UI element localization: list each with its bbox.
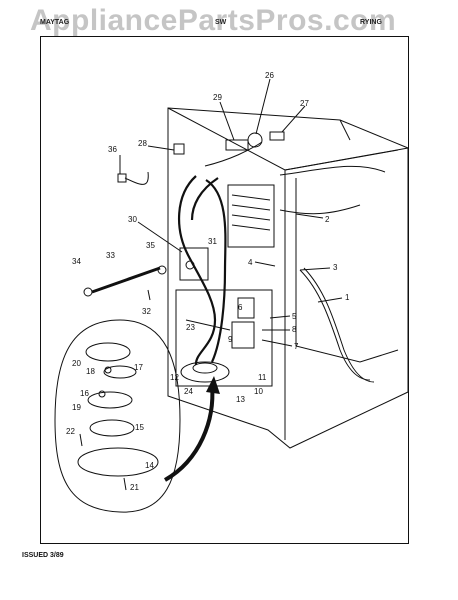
top-lip: [284, 149, 399, 171]
callout-3: 3: [333, 263, 338, 272]
part-17: [103, 365, 137, 379]
part-15: [89, 419, 135, 437]
part-16: [98, 390, 106, 398]
callout-12: 12: [170, 373, 179, 382]
cord-36: [124, 171, 149, 185]
power-cord: [299, 269, 371, 381]
plug-36: [117, 173, 127, 183]
header-title: RYING: [360, 19, 382, 26]
part-18: [104, 366, 112, 374]
switch-bracket: [237, 297, 255, 319]
watermark: AppliancePartsPros.com: [30, 4, 397, 37]
screw-32: [147, 289, 151, 301]
cabinet-outline: [167, 107, 409, 449]
callout-27: 27: [300, 99, 309, 108]
callout-2: 2: [325, 215, 330, 224]
callout-5: 5: [292, 312, 297, 321]
callout-16: 16: [80, 389, 89, 398]
side-panel-inner: [295, 178, 399, 363]
callout-8: 8: [292, 325, 297, 334]
callout-17: 17: [134, 363, 143, 372]
part-20: [85, 342, 131, 362]
callout-31: 31: [208, 237, 217, 246]
callout-32: 32: [142, 307, 151, 316]
harness-wire-3: [190, 177, 219, 221]
cabinet-top-edge: [167, 107, 409, 171]
callout-36: 36: [108, 145, 117, 154]
bolt-33: [91, 266, 161, 294]
callout-33: 33: [106, 251, 115, 260]
motor-mount-30: [179, 247, 209, 281]
callout-28: 28: [138, 139, 147, 148]
callout-10: 10: [254, 387, 263, 396]
back-vent-panel: [227, 184, 275, 248]
callout-14: 14: [145, 461, 154, 470]
harness-wire-1: [178, 175, 217, 366]
top-components: [173, 131, 285, 155]
wire-clip-27: [269, 131, 285, 141]
callout-19: 19: [72, 403, 81, 412]
callout-20: 20: [72, 359, 81, 368]
callout-labels: 1 2 3 4 5 6 7 8 9 10 11 12 13 14 15 16 1…: [66, 71, 350, 492]
leader-lines: [119, 78, 343, 347]
callout-18: 18: [86, 367, 95, 376]
callout-30: 30: [128, 215, 137, 224]
issued-date: ISSUED 3/89: [22, 552, 64, 559]
callout-26: 26: [265, 71, 274, 80]
connector-28: [173, 143, 185, 155]
header-section: SW: [215, 19, 227, 26]
nut-34: [83, 287, 93, 297]
callout-7: 7: [294, 342, 299, 351]
callout-4: 4: [248, 258, 253, 267]
callout-15: 15: [135, 423, 144, 432]
harness-wire-2: [205, 179, 227, 363]
callout-22: 22: [66, 427, 75, 436]
top-panel-line: [339, 119, 351, 141]
callout-13: 13: [236, 395, 245, 404]
callout-23: 23: [186, 323, 195, 332]
callout-21: 21: [130, 483, 139, 492]
exploded-detail: [54, 319, 220, 513]
wiring-harness: [178, 141, 386, 366]
right-wire: [279, 165, 386, 176]
detail-circle: [54, 319, 181, 513]
callout-9: 9: [228, 335, 233, 344]
dryer-cabinet: [167, 107, 409, 449]
part-22: [79, 433, 83, 447]
callout-29: 29: [213, 93, 222, 102]
arrow-head: [206, 376, 220, 394]
control-housing: [231, 321, 255, 349]
header-model: MAYTAG: [40, 19, 70, 26]
terminal-block: [225, 139, 249, 151]
clip-wire: [279, 204, 361, 215]
washer-35: [157, 265, 167, 275]
callout-24: 24: [184, 387, 193, 396]
thermostat: [247, 132, 263, 148]
top-wire: [204, 141, 263, 167]
motor-base-24: [180, 361, 230, 383]
detail-arrow: [164, 384, 215, 482]
part-21: [123, 477, 127, 491]
part-14: [77, 447, 159, 477]
callout-6: 6: [238, 303, 243, 312]
callout-35: 35: [146, 241, 155, 250]
part-19: [87, 391, 133, 409]
callout-1: 1: [345, 293, 350, 302]
callout-34: 34: [72, 257, 81, 266]
callout-11: 11: [258, 373, 267, 382]
